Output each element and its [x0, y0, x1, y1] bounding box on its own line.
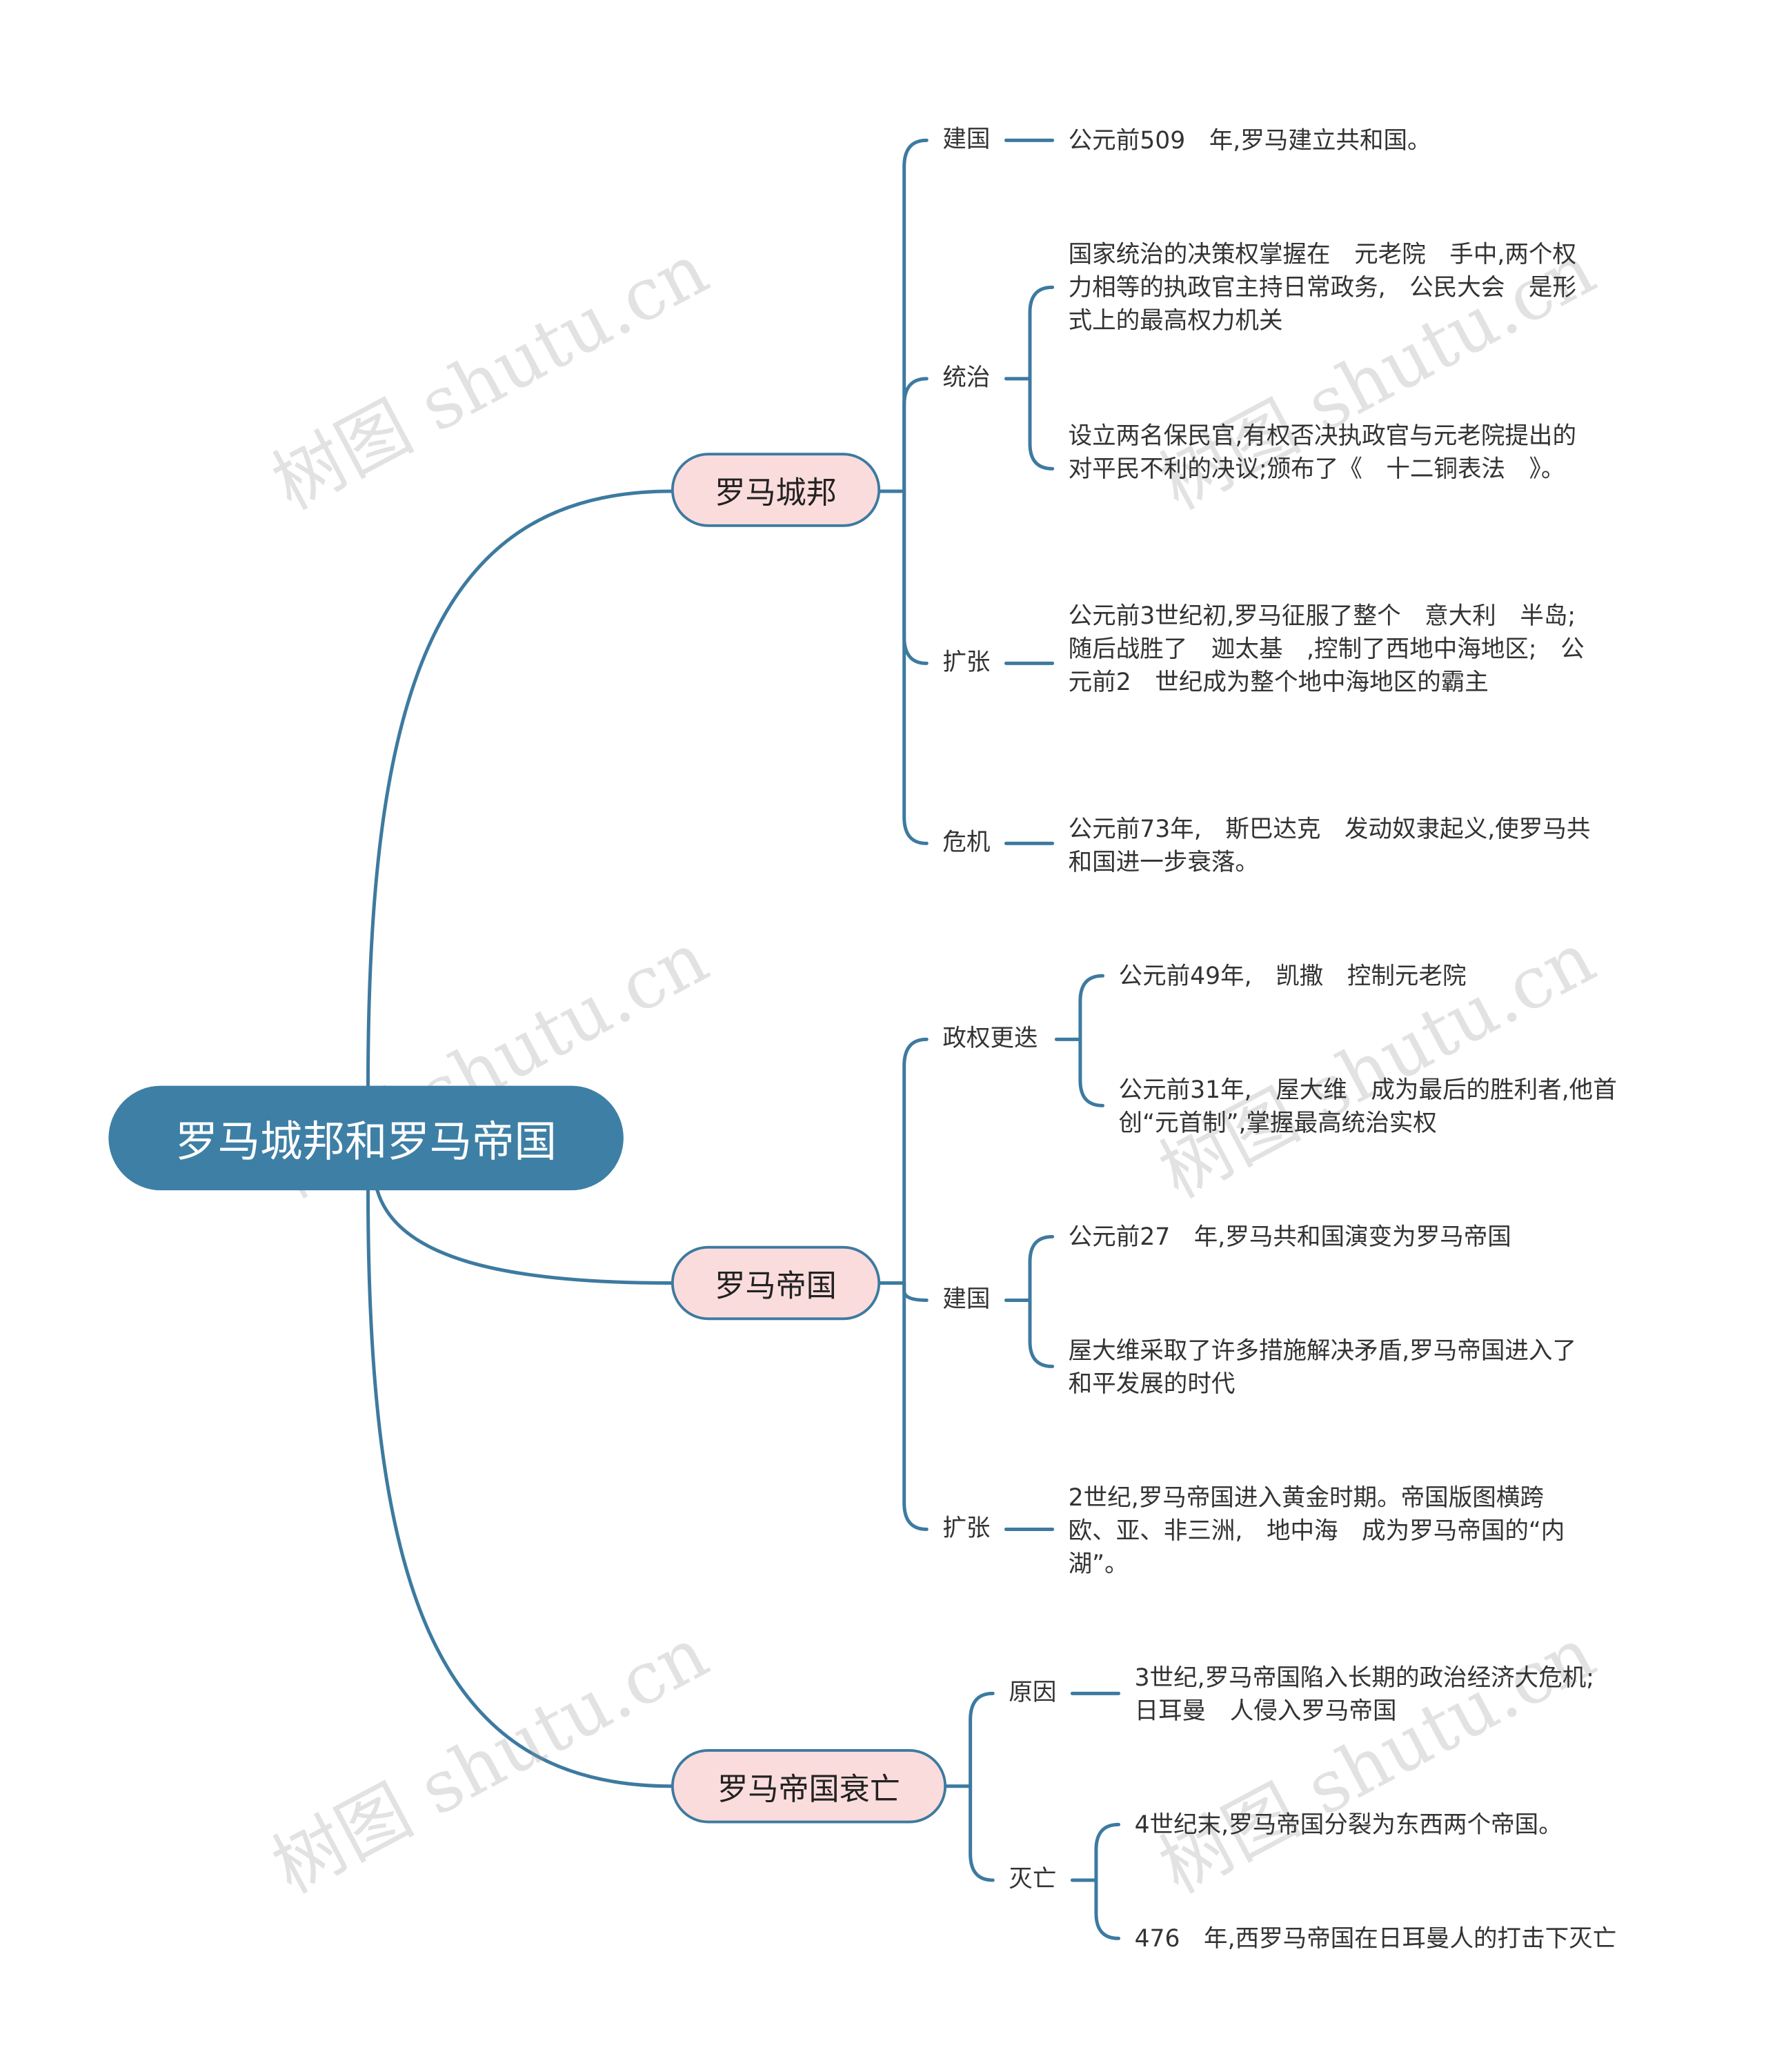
leaf-node[interactable]: 国家统治的决策权掌握在 元老院 手中,两个权力相等的执政官主持日常政务, 公民大…: [1068, 241, 1577, 335]
topic-node[interactable]: 扩张: [942, 1514, 991, 1543]
leaf-node[interactable]: 公元前49年, 凯撒 控制元老院: [1118, 963, 1467, 991]
leaf-node[interactable]: 3世纪,罗马帝国陷入长期的政治经济大危机; 日耳曼 人侵入罗马帝国: [1134, 1664, 1618, 1726]
branch-node-empire-decline[interactable]: 罗马帝国衰亡: [671, 1748, 947, 1824]
branch-node-roman-empire[interactable]: 罗马帝国: [671, 1245, 881, 1321]
leaf-node[interactable]: 公元前3世纪初,罗马征服了整个 意大利 半岛;随后战胜了 迦太基 ,控制了西地中…: [1068, 602, 1585, 697]
root-node[interactable]: 罗马城邦和罗马帝国: [108, 1085, 624, 1191]
leaf-node[interactable]: 4世纪末,罗马帝国分裂为东西两个帝国。: [1134, 1811, 1562, 1839]
leaf-node[interactable]: 设立两名保民官,有权否决执政官与元老院提出的对平民不利的决议;颁布了《 十二铜表…: [1068, 422, 1577, 484]
leaf-node[interactable]: 公元前31年, 屋大维 成为最后的胜利者,他首创“元首制”,掌握最高统治实权: [1118, 1076, 1617, 1138]
leaf-node[interactable]: 2世纪,罗马帝国进入黄金时期。帝国版图横跨欧、亚、非三洲, 地中海 成为罗马帝国…: [1068, 1484, 1565, 1579]
topic-node[interactable]: 统治: [942, 364, 991, 393]
leaf-node[interactable]: 公元前73年, 斯巴达克 发动奴隶起义,使罗马共和国进一步衰落。: [1068, 816, 1591, 877]
topic-node[interactable]: 扩张: [942, 649, 991, 677]
leaf-node[interactable]: 476 年,西罗马帝国在日耳曼人的打击下灭亡: [1134, 1925, 1617, 1953]
topic-node[interactable]: 建国: [942, 126, 991, 154]
topic-node[interactable]: 原因: [1009, 1679, 1057, 1707]
topic-node[interactable]: 建国: [942, 1285, 991, 1314]
branch-node-roman-city-state[interactable]: 罗马城邦: [671, 453, 881, 527]
topic-node[interactable]: 危机: [942, 829, 991, 857]
leaf-node[interactable]: 公元前509 年,罗马建立共和国。: [1068, 127, 1431, 155]
leaf-node[interactable]: 屋大维采取了许多措施解决矛盾,罗马帝国进入了和平发展的时代: [1068, 1337, 1577, 1399]
topic-node[interactable]: 政权更迭: [942, 1025, 1038, 1053]
topic-node[interactable]: 灭亡: [1009, 1865, 1057, 1894]
leaf-node[interactable]: 公元前27 年,罗马共和国演变为罗马帝国: [1068, 1223, 1511, 1252]
